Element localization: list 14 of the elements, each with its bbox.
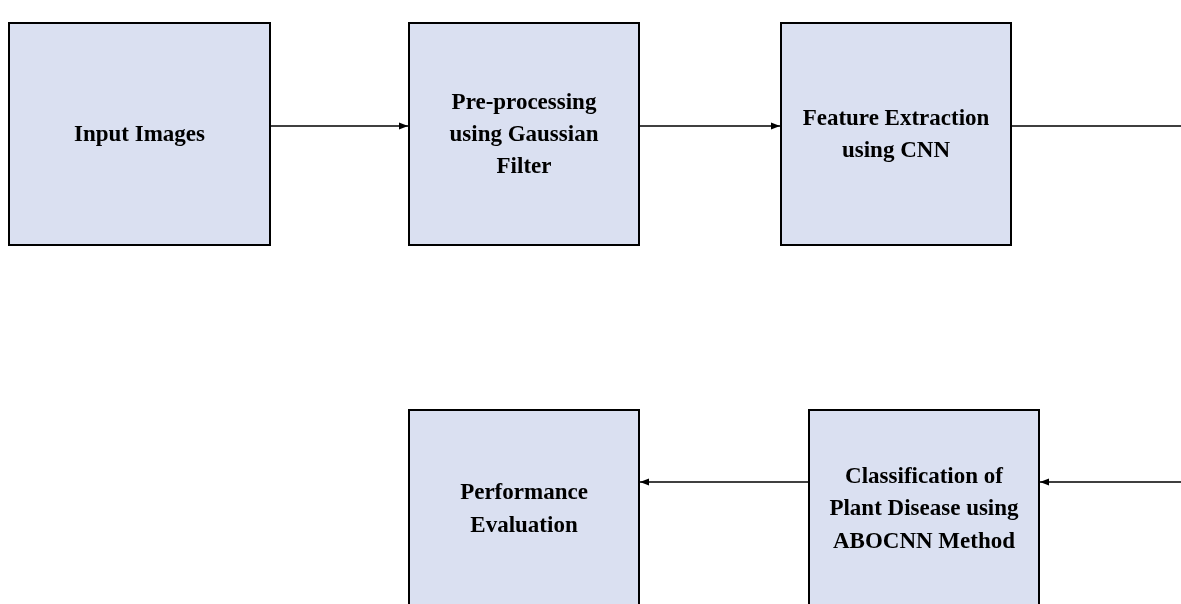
- box-label: Classification of Plant Disease using ABOCNN Method: [828, 462, 1020, 555]
- process-box: [780, 22, 1012, 246]
- arrow: [639, 122, 781, 130]
- arrow: [639, 478, 809, 486]
- process-box: [408, 409, 640, 604]
- process-box: [808, 409, 1040, 604]
- box-label: Pre-processing using Gaussian Filter: [448, 87, 600, 181]
- box-label: Performance Evaluation: [459, 478, 589, 539]
- box-label: Feature Extraction using CNN: [801, 103, 991, 164]
- process-box: [408, 22, 640, 246]
- arrow: [270, 122, 409, 130]
- process-box: [8, 22, 271, 246]
- arrow: [1011, 125, 1181, 486]
- box-label: Input Images: [74, 119, 205, 148]
